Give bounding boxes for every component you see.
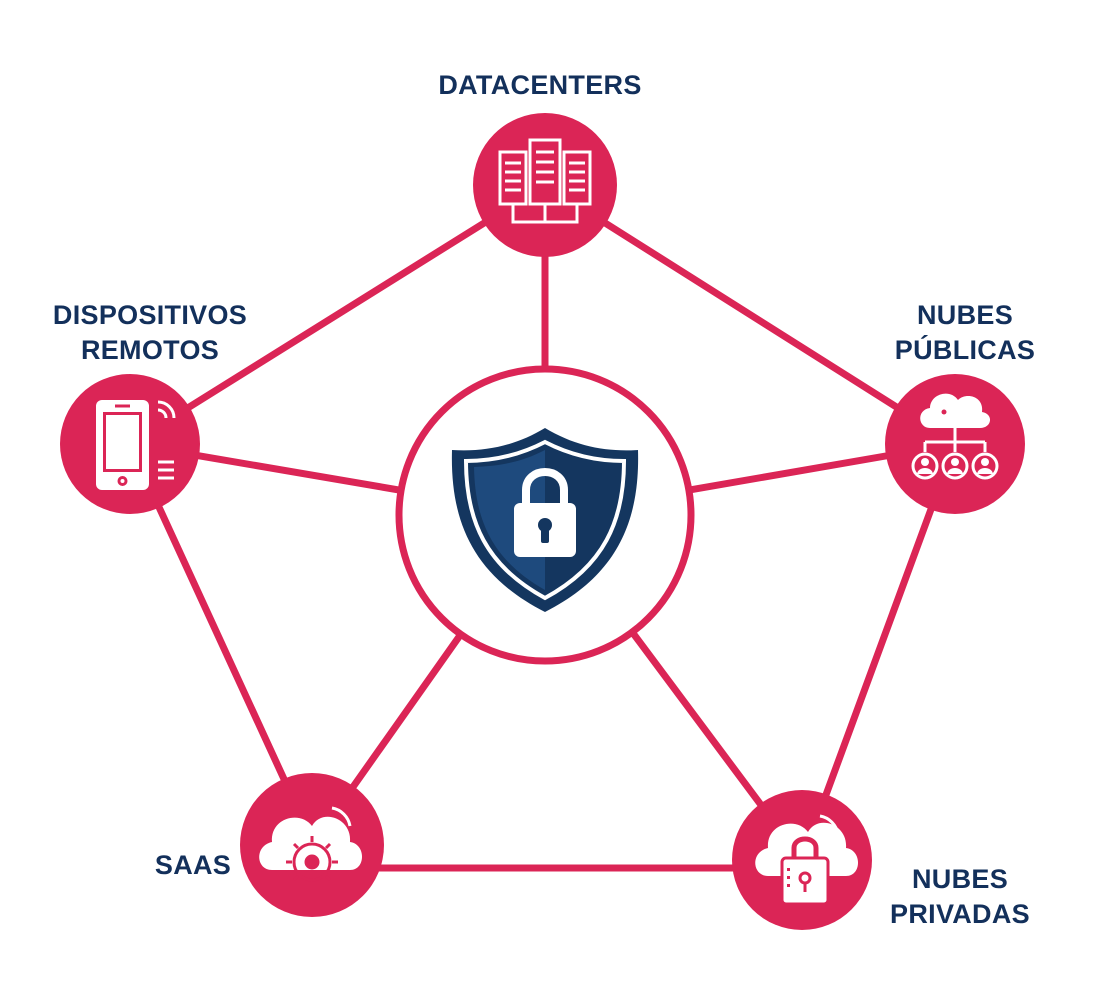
- datacenters-label: DATACENTERS: [420, 68, 660, 103]
- publicas-label-line-2: PÚBLICAS: [894, 335, 1036, 365]
- server-rack-icon: [498, 138, 592, 224]
- privadas-label-line-2: PRIVADAS: [890, 899, 1030, 929]
- nubes-publicas-label: NUBES PÚBLICAS: [880, 298, 1050, 368]
- dispositivos-node: [60, 374, 200, 514]
- smartphone-icon: [96, 400, 176, 490]
- privadas-label-line-1: NUBES: [911, 864, 1008, 894]
- edge-dispositivos-saas: [126, 440, 316, 844]
- cloud-users-icon: [911, 393, 999, 480]
- edge-publicas-privadas: [798, 440, 959, 864]
- publicas-label-line-1: NUBES: [916, 300, 1013, 330]
- nubes-privadas-label: NUBES PRIVADAS: [860, 862, 1060, 932]
- datacenters-node: [473, 113, 617, 257]
- center-node: [395, 365, 695, 665]
- cloud-lock-icon: [755, 814, 858, 906]
- privadas-node: [732, 790, 872, 930]
- dispositivos-remotos-label: DISPOSITIVOS REMOTOS: [20, 298, 280, 368]
- saas-label-line: SAAS: [154, 850, 232, 880]
- dispositivos-label-line-2: REMOTOS: [80, 335, 220, 365]
- shield-lock-icon: [451, 428, 639, 612]
- edge-datacenters-dispositivos: [126, 181, 549, 448]
- cloud-gear-icon: [259, 806, 362, 888]
- saas-node: [240, 773, 384, 917]
- dispositivos-label-line-1: DISPOSITIVOS: [52, 300, 248, 330]
- publicas-node: [885, 374, 1025, 514]
- edge-datacenters-publicas: [541, 181, 959, 448]
- saas-label: SAAS: [138, 848, 248, 883]
- datacenters-label-line: DATACENTERS: [438, 70, 642, 100]
